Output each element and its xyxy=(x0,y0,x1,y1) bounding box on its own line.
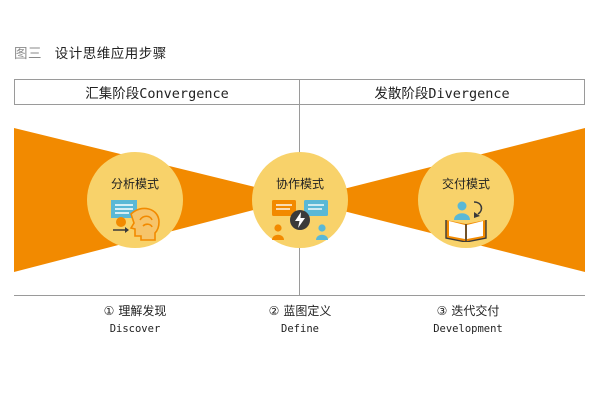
analysis-mode-circle: 分析模式 xyxy=(87,152,183,248)
phase-header: 汇集阶段Convergence 发散阶段Divergence xyxy=(14,79,585,105)
collaboration-mode-circle: 协作模式 xyxy=(252,152,348,248)
stage-name: 蓝图定义 xyxy=(283,304,332,318)
convergence-phase-cell: 汇集阶段Convergence xyxy=(15,80,300,104)
figure-number: 图三 xyxy=(14,46,42,62)
stage-number: ① xyxy=(103,304,115,318)
stage-name: 理解发现 xyxy=(118,304,167,318)
figure-caption: 图三 设计思维应用步骤 xyxy=(14,42,167,62)
delivery-mode-label: 交付模式 xyxy=(441,177,490,191)
stage-name: 迭代交付 xyxy=(451,304,500,318)
delivery-book-icon xyxy=(438,198,494,246)
convergence-phase-label: 汇集阶段Convergence xyxy=(85,86,229,102)
stage-development-en: Development xyxy=(433,323,503,335)
figure-title: 设计思维应用步骤 xyxy=(54,46,167,62)
analysis-mode-label: 分析模式 xyxy=(110,177,159,191)
divergence-phase-label: 发散阶段Divergence xyxy=(374,86,510,102)
divergence-phase-cell: 发散阶段Divergence xyxy=(300,80,584,104)
collaboration-mode-label: 协作模式 xyxy=(275,177,324,191)
stage-discover-en: Discover xyxy=(109,323,161,335)
collaboration-icon xyxy=(270,198,330,246)
brain-analysis-icon xyxy=(107,198,163,246)
stage-define-en: Define xyxy=(281,323,319,335)
stage-baseline xyxy=(14,295,585,296)
stage-number: ③ xyxy=(436,304,448,318)
delivery-mode-circle: 交付模式 xyxy=(418,152,514,248)
stage-number: ② xyxy=(268,304,280,318)
